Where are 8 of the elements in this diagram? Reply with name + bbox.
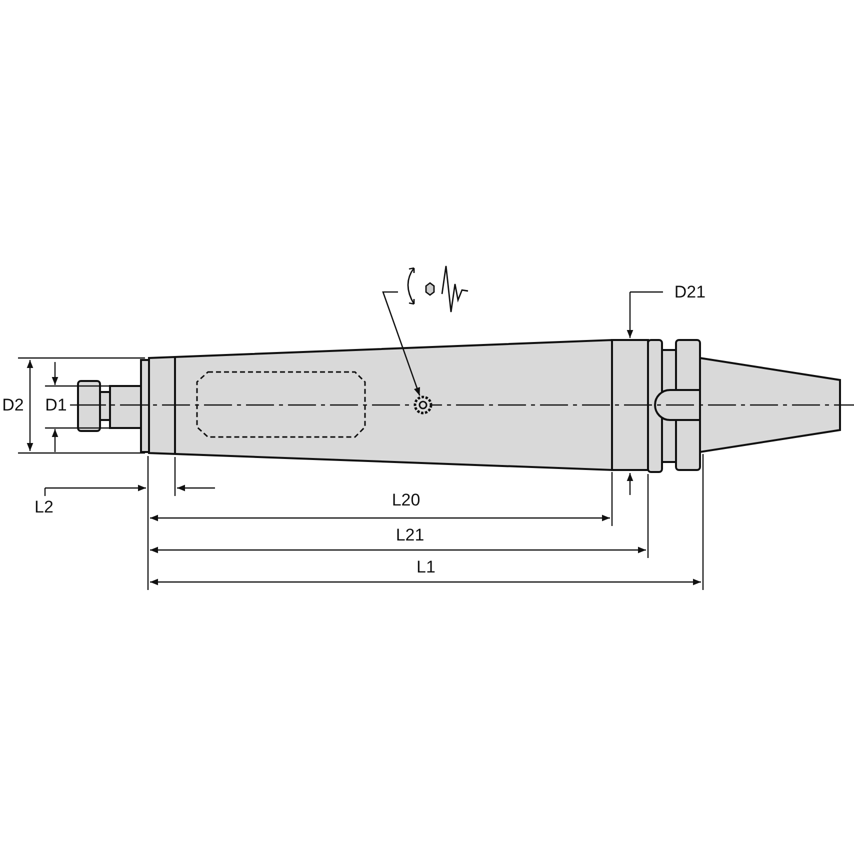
dimension-label: L2: [34, 498, 54, 516]
dimension-label: D21: [673, 284, 707, 300]
dimension-label: D1: [44, 396, 68, 414]
dimension-label: L21: [394, 526, 426, 544]
leader-line: [382, 291, 420, 396]
dimension-label: L20: [390, 492, 422, 508]
dimension-label: L1: [416, 558, 436, 576]
dimension-label: D2: [1, 396, 25, 414]
